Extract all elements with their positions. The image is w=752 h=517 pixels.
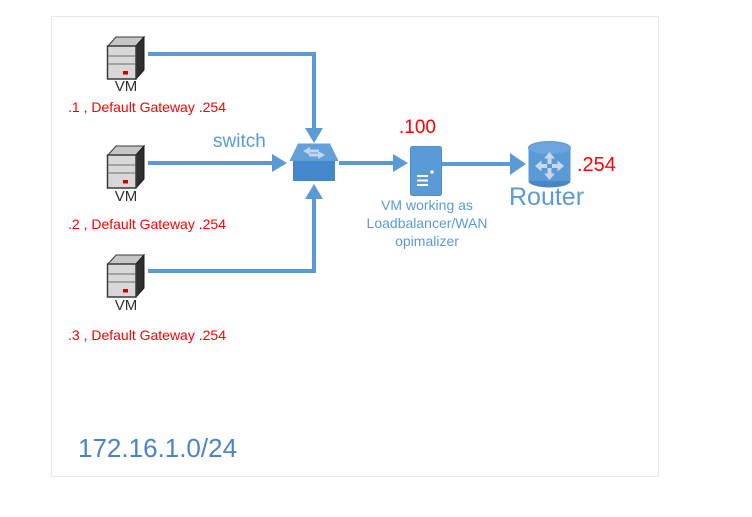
vm3-label: VM [114,297,138,314]
diagram-panel [51,16,659,477]
vm3-ip-note: .3 , Default Gateway .254 [68,327,226,343]
arrowhead-up-icon [305,184,323,199]
vm2-label: VM [114,188,138,205]
switch-label: switch [213,131,266,152]
arrowhead-down-icon [305,128,323,143]
loadbalancer-caption-line3: opimalizer [395,233,459,249]
link-switch-to-loadbalancer [339,161,393,165]
link-vm2-to-switch [148,161,272,165]
arrowhead-right-icon [272,154,287,172]
vm2-ip-note: .2 , Default Gateway .254 [68,216,226,232]
arrowhead-right-icon [510,153,526,175]
router-icon [528,141,571,188]
loadbalancer-ip-label: .100 [399,117,436,138]
link-vm1-to-switch-horizontal [148,52,316,56]
link-vm1-to-switch-vertical [312,52,316,128]
vm1-ip-note: .1 , Default Gateway .254 [68,99,226,115]
vm-icon [106,254,146,298]
link-vm3-to-switch-horizontal [148,269,316,273]
loadbalancer-caption-line1: VM working as [381,197,473,213]
link-vm3-to-switch-vertical [312,199,316,273]
loadbalancer-caption: VM working as Loadbalancer/WAN opimalize… [351,196,503,250]
link-loadbalancer-to-router [442,162,510,166]
arrowhead-right-icon [393,154,408,172]
loadbalancer-caption-line2: Loadbalancer/WAN [366,215,488,231]
loadbalancer-server-icon [410,146,442,196]
vm-icon [106,36,146,80]
vm1-label: VM [114,78,138,95]
switch-icon [289,143,339,181]
subnet-label: 172.16.1.0/24 [78,433,238,463]
router-label: Router [509,183,585,211]
vm-icon [106,145,146,189]
router-ip-label: .254 [577,154,616,176]
